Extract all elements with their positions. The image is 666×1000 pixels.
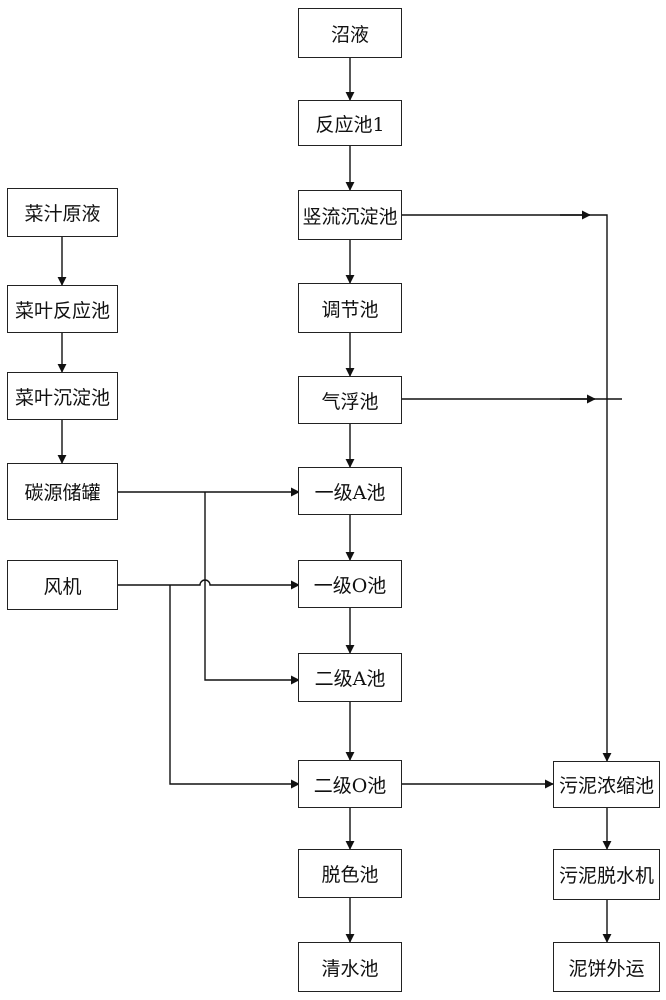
node-leaf-settler: 菜叶沉淀池 [7, 372, 118, 420]
node-equalization-tank: 调节池 [298, 283, 402, 333]
edge-settler-sludge [402, 214, 612, 762]
edge-carbon-a2 [204, 492, 300, 685]
node-clear-water-tank: 清水池 [298, 942, 402, 992]
node-vertical-settler: 竖流沉淀池 [298, 190, 402, 240]
node-primary-a-tank: 一级A池 [298, 467, 402, 515]
node-reactor-1: 反应池1 [298, 100, 402, 146]
node-digestate: 沼液 [298, 8, 402, 58]
node-sludge-thickener: 污泥浓缩池 [553, 761, 660, 808]
node-leaf-reactor: 菜叶反应池 [7, 285, 118, 333]
node-blower: 风机 [7, 560, 118, 610]
node-secondary-o-tank: 二级O池 [298, 760, 402, 808]
node-decolor-tank: 脱色池 [298, 849, 402, 898]
node-sludge-cake-export: 泥饼外运 [553, 942, 660, 992]
edge-blower-o1 [118, 579, 300, 590]
edge-blower-o2 [169, 585, 300, 789]
node-sludge-dewatering: 污泥脱水机 [553, 849, 660, 900]
node-vegetable-juice: 菜汁原液 [7, 188, 118, 237]
node-carbon-source-tank: 碳源储罐 [7, 463, 118, 520]
node-air-flotation: 气浮池 [298, 376, 402, 424]
node-secondary-a-tank: 二级A池 [298, 653, 402, 702]
node-primary-o-tank: 一级O池 [298, 560, 402, 608]
